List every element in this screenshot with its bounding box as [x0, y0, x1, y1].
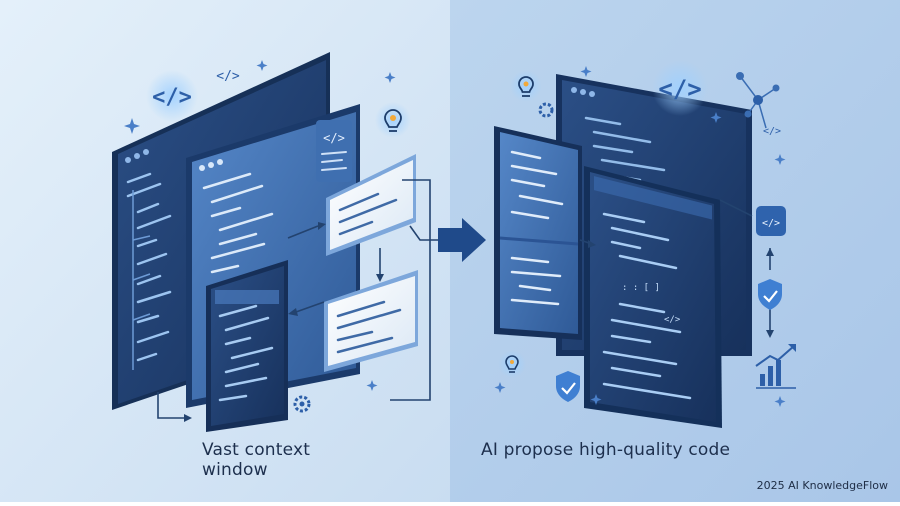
gear-icon-left — [293, 395, 311, 413]
front-window-right: : : [ ] </> — [584, 166, 722, 428]
flow-arrows-left — [157, 179, 450, 422]
lightbulb-icon — [375, 102, 411, 138]
code-tag-icon-small: </> — [216, 69, 240, 84]
sparkle-icons-left — [124, 60, 396, 391]
gear-icon-right — [538, 102, 554, 118]
lower-code-window — [206, 260, 288, 432]
sparkle-icons-right — [494, 66, 786, 407]
shield-check-icon-bottom — [556, 371, 580, 402]
growth-chart-icon — [755, 344, 796, 389]
svg-text:</>: </> — [658, 75, 701, 103]
snippet-card-bottom — [324, 270, 418, 372]
flow-arrows-right — [579, 199, 774, 338]
shield-check-icon-right — [758, 279, 782, 310]
side-window-right — [494, 126, 582, 340]
code-tag-icon-left: </> — [146, 70, 198, 122]
network-nodes-icon — [736, 72, 780, 129]
watermark: 2025 AI KnowledgeFlow — [756, 479, 888, 492]
svg-text:</>: </> — [664, 315, 681, 325]
svg-text:</>: </> — [323, 131, 345, 145]
snippet-card-top — [326, 154, 416, 256]
code-tag-box-icon: </> — [756, 206, 786, 236]
caption-right: AI propose high-quality code — [481, 440, 731, 460]
svg-text:: : [ ]: : : [ ] — [622, 283, 660, 293]
svg-text:</>: </> — [762, 218, 780, 229]
svg-text:</>: </> — [152, 85, 192, 110]
code-tag-icon-tiny: </> — [763, 126, 781, 137]
caption-left: Vast context window — [202, 440, 311, 480]
arrow-right-icon — [438, 218, 486, 262]
lightbulb-icon-right-bottom — [498, 350, 526, 378]
code-tag-icon-right: </> — [652, 60, 708, 116]
lightbulb-icon-right-top — [510, 70, 542, 102]
